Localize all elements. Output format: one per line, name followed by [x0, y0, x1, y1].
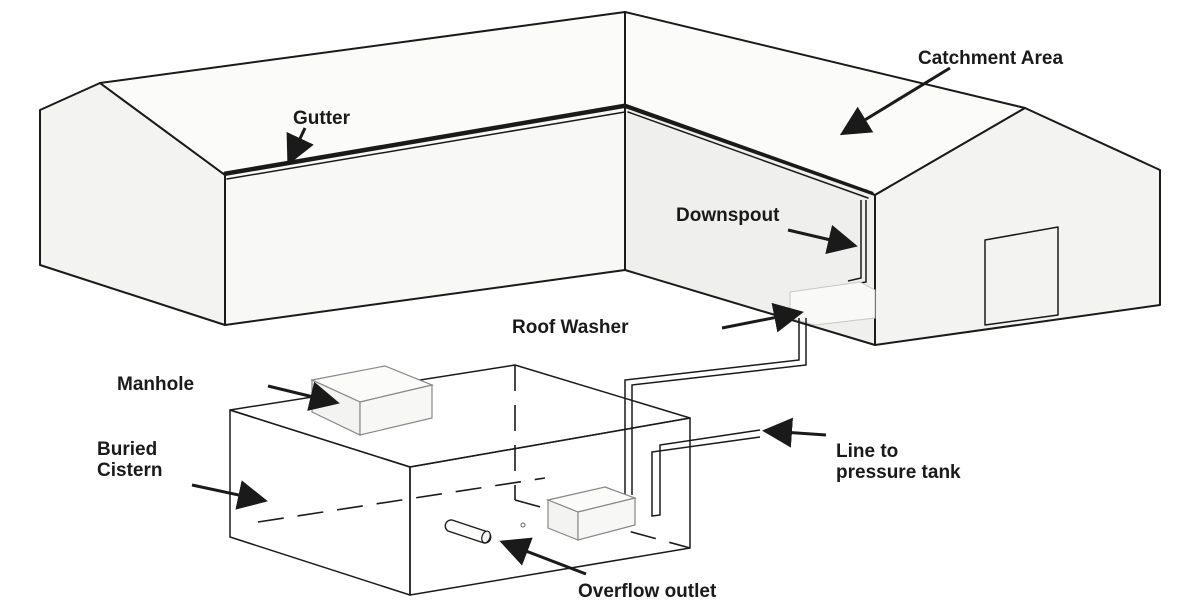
label-downspout: Downspout — [676, 205, 780, 226]
label-pressure-tank: pressure tank — [836, 462, 961, 483]
label-manhole: Manhole — [117, 374, 194, 395]
label-overflow-outlet: Overflow outlet — [578, 581, 717, 602]
label-buried: Buried — [97, 439, 157, 460]
label-roof-washer: Roof Washer — [512, 317, 629, 338]
pressure-line-arrow — [762, 417, 827, 448]
downspout-arrow — [787, 224, 858, 255]
labels: Catchment Area Gutter Downspout Roof Was… — [97, 48, 1063, 602]
door — [984, 226, 1059, 326]
building — [39, 11, 1161, 346]
pump-box — [545, 486, 638, 541]
pressure-line — [651, 429, 761, 517]
label-catchment-area: Catchment Area — [918, 48, 1063, 69]
cistern-top — [229, 364, 691, 468]
right-gable-wall — [874, 107, 1161, 346]
roof-washer-arrow — [721, 302, 804, 333]
gutter-arrow — [286, 127, 314, 166]
buried-cistern — [229, 364, 691, 596]
gutter-right — [623, 103, 874, 195]
arrows — [191, 66, 951, 576]
feed-pipe — [624, 318, 807, 495]
manhole-arrow — [267, 381, 340, 411]
label-cistern: Cistern — [97, 460, 162, 481]
overflow-arrow — [499, 537, 587, 576]
overflow-outlet-pipe — [444, 519, 492, 544]
catchment-arrow — [839, 66, 951, 136]
cistern-arrow — [191, 480, 268, 510]
label-line-to: Line to — [836, 441, 898, 462]
label-gutter: Gutter — [293, 108, 351, 129]
